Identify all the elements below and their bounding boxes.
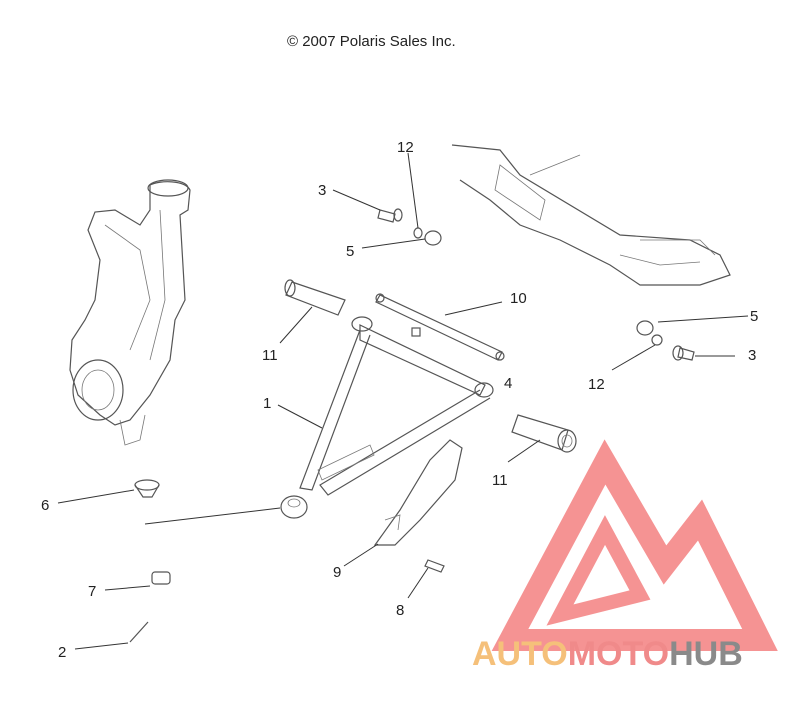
bolt-8-drawing <box>424 559 445 573</box>
watermark-text: AUTOMOTOHUB <box>472 635 743 673</box>
callout-5-upper: 5 <box>346 243 354 260</box>
bushing-upper-drawing <box>284 279 346 316</box>
callout-9: 9 <box>333 564 341 581</box>
callout-1: 1 <box>263 395 271 412</box>
callout-3-right: 3 <box>748 347 756 364</box>
cotter-pin-drawing <box>129 621 149 643</box>
callout-12-right: 12 <box>588 376 605 393</box>
callout-10: 10 <box>510 290 527 307</box>
watermark-auto: AUTO <box>472 635 568 673</box>
dust-cap-drawing <box>134 479 160 498</box>
callout-2: 2 <box>58 644 66 661</box>
washer-12-right <box>651 334 663 346</box>
callout-11-upper: 11 <box>262 347 278 364</box>
a-arm-drawing <box>280 316 494 519</box>
copyright-notice: © 2007 Polaris Sales Inc. <box>287 33 456 50</box>
frame-drawing <box>451 144 731 286</box>
callout-4: 4 <box>504 375 512 392</box>
leader-lines <box>57 152 749 650</box>
bolt-right-drawing <box>672 345 695 361</box>
watermark-moto: MOTO <box>568 635 669 673</box>
bushing-lower-drawing <box>511 414 577 453</box>
callout-8: 8 <box>396 602 404 619</box>
washer-12-upper <box>413 227 423 239</box>
steering-knuckle-drawing <box>69 179 191 446</box>
callout-3-upper: 3 <box>318 182 326 199</box>
washer-5-upper <box>424 230 442 246</box>
pivot-shaft-drawing <box>375 293 505 361</box>
watermark-logo <box>491 439 778 651</box>
callout-12-upper: 12 <box>397 139 414 156</box>
callout-11-lower: 11 <box>492 472 508 489</box>
bolt-upper-drawing <box>377 208 403 223</box>
washer-5-right <box>636 320 654 336</box>
watermark-hub: HUB <box>669 635 743 673</box>
callout-7: 7 <box>88 583 96 600</box>
guard-drawing <box>373 439 463 546</box>
clip-drawing <box>151 571 171 585</box>
callout-5-right: 5 <box>750 308 758 325</box>
callout-6: 6 <box>41 497 49 514</box>
